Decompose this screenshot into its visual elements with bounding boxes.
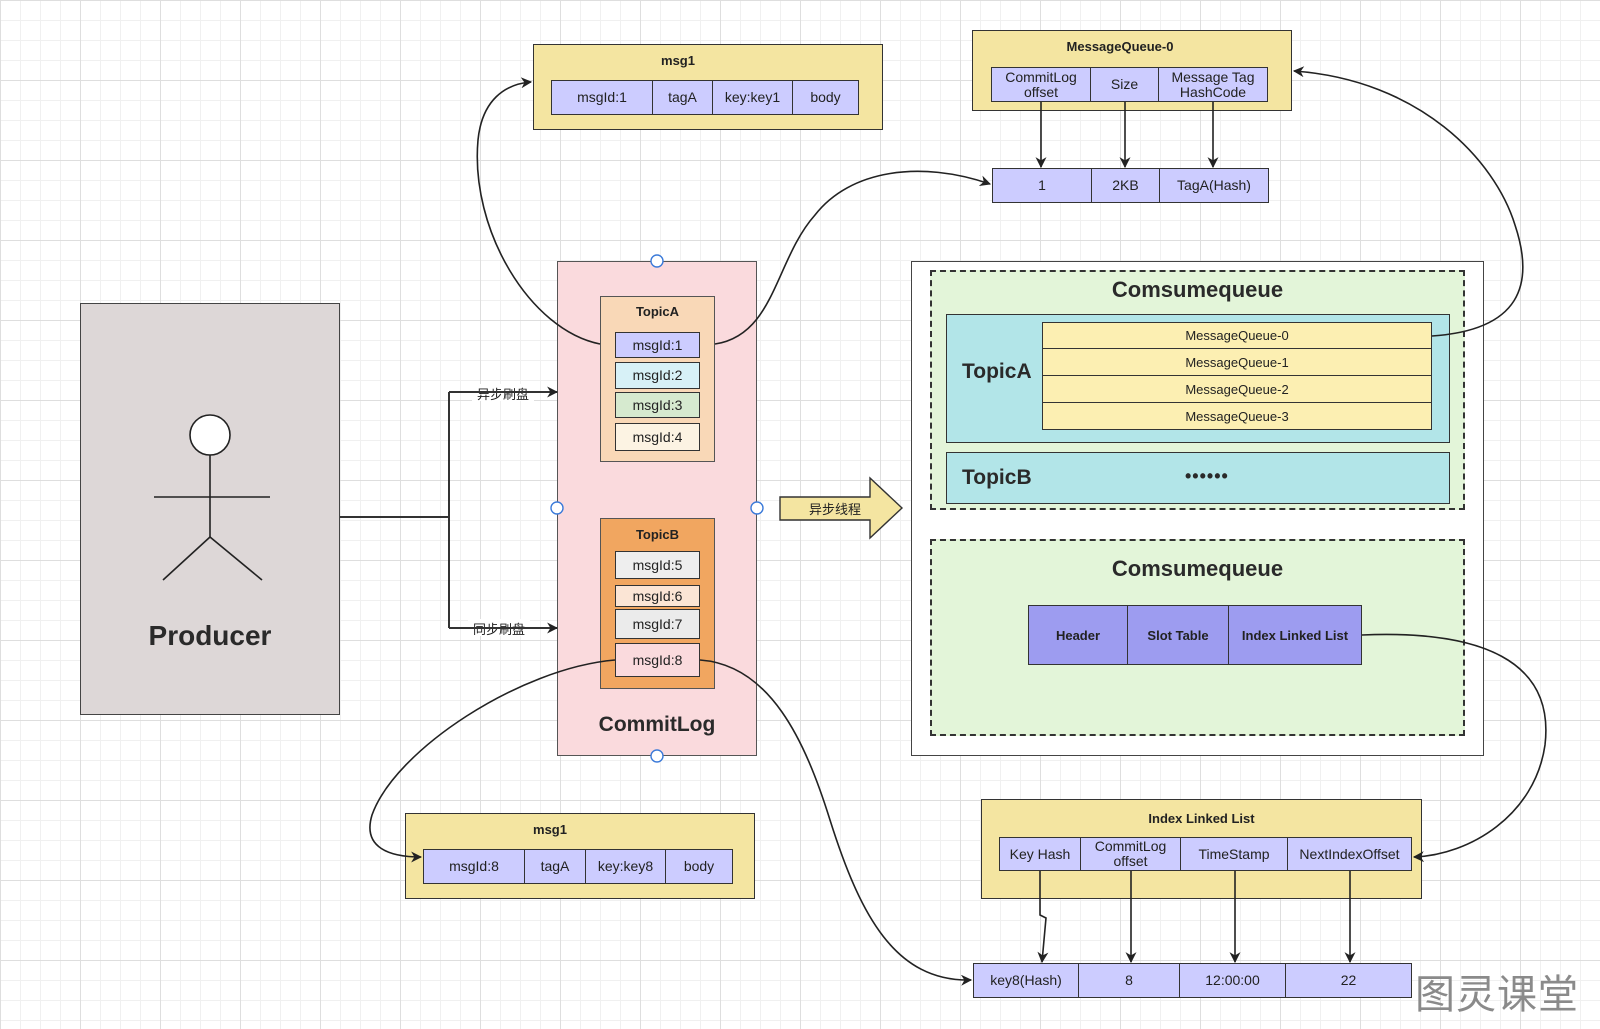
field-key[interactable]: key:key1 <box>713 80 793 115</box>
field-body[interactable]: body <box>793 80 859 115</box>
commitlog-message[interactable]: msgId:7 <box>615 609 700 639</box>
queue-item[interactable]: MessageQueue-2 <box>1042 376 1432 403</box>
async-flush-label: 异步刷盘 <box>472 384 534 403</box>
consume-queue-topic-b-label: TopicB <box>962 466 1032 489</box>
message-queue-entry-title: MessageQueue-0 <box>1066 39 1174 54</box>
commitlog-message[interactable]: msgId:8 <box>615 643 700 677</box>
consume-queue-title: Comsumequeue <box>1111 277 1284 302</box>
field-tag[interactable]: tagA <box>653 80 713 115</box>
commitlog-message[interactable]: msgId:1 <box>615 332 700 358</box>
watermark: 图灵课堂 <box>1415 972 1579 1018</box>
header-timestamp[interactable]: TimeStamp <box>1181 837 1288 871</box>
producer-label: Producer <box>148 620 272 651</box>
field-body[interactable]: body <box>666 849 733 884</box>
header-commitlog-offset[interactable]: CommitLog offset <box>991 67 1091 102</box>
value-timestamp[interactable]: 12:00:00 <box>1180 963 1286 998</box>
header-tag-hashcode[interactable]: Message Tag HashCode <box>1159 67 1268 102</box>
producer-box[interactable] <box>80 303 340 715</box>
message-top-title: msg1 <box>661 53 695 68</box>
value-commitlog-offset[interactable]: 1 <box>992 168 1092 203</box>
message-queue-entry-headers: CommitLog offset Size Message Tag HashCo… <box>991 67 1268 102</box>
commitlog-message[interactable]: msgId:3 <box>615 392 700 418</box>
value-size[interactable]: 2KB <box>1092 168 1160 203</box>
queue-item[interactable]: MessageQueue-1 <box>1042 349 1432 376</box>
commitlog-message[interactable]: msgId:2 <box>615 362 700 389</box>
commitlog-message[interactable]: msgId:5 <box>615 551 700 579</box>
index-file-parts: Header Slot Table Index Linked List <box>1028 605 1362 665</box>
consume-queue-topic-b[interactable] <box>946 452 1450 504</box>
sync-flush-label: 同步刷盘 <box>468 619 530 638</box>
commitlog-topic-b-title: TopicB <box>635 527 680 542</box>
queue-item[interactable]: MessageQueue-3 <box>1042 403 1432 430</box>
value-commitlog-offset[interactable]: 8 <box>1079 963 1180 998</box>
message-top-fields: msgId:1 tagA key:key1 body <box>551 80 859 115</box>
field-key[interactable]: key:key8 <box>586 849 666 884</box>
message-bottom-title: msg1 <box>533 822 567 837</box>
field-tag[interactable]: tagA <box>525 849 586 884</box>
header-key-hash[interactable]: Key Hash <box>999 837 1081 871</box>
value-tag-hash[interactable]: TagA(Hash) <box>1160 168 1269 203</box>
consume-queue-topic-a-label: TopicA <box>962 360 1032 383</box>
commitlog-topic-a-title: TopicA <box>635 304 680 319</box>
producer-connector[interactable] <box>340 386 559 634</box>
value-key-hash[interactable]: key8(Hash) <box>973 963 1079 998</box>
header-commitlog-offset[interactable]: CommitLog offset <box>1081 837 1181 871</box>
commitlog-message[interactable]: msgId:4 <box>615 423 700 451</box>
index-linked-list-headers: Key Hash CommitLog offset TimeStamp Next… <box>999 837 1412 871</box>
consume-queue-list: MessageQueue-0 MessageQueue-1 MessageQue… <box>1042 322 1432 430</box>
message-queue-entry-values: 1 2KB TagA(Hash) <box>992 168 1269 203</box>
field-msg-id[interactable]: msgId:8 <box>423 849 525 884</box>
index-linked-list-values: key8(Hash) 8 12:00:00 22 <box>973 963 1412 998</box>
value-next-index-offset[interactable]: 22 <box>1286 963 1412 998</box>
header-size[interactable]: Size <box>1091 67 1159 102</box>
index-slot-table[interactable]: Slot Table <box>1128 605 1229 665</box>
index-file-title: Comsumequeue <box>1111 556 1284 581</box>
index-header[interactable]: Header <box>1028 605 1128 665</box>
header-next-index-offset[interactable]: NextIndexOffset <box>1288 837 1412 871</box>
field-msg-id[interactable]: msgId:1 <box>551 80 653 115</box>
async-thread-label: 异步线程 <box>808 503 861 518</box>
commitlog-message[interactable]: msgId:6 <box>615 585 700 607</box>
message-bottom-fields: msgId:8 tagA key:key8 body <box>423 849 733 884</box>
index-linked-list[interactable]: Index Linked List <box>1229 605 1362 665</box>
commitlog-label: CommitLog <box>598 713 716 736</box>
queue-item[interactable]: MessageQueue-0 <box>1042 322 1432 349</box>
index-linked-list-title: Index Linked List <box>1148 811 1255 826</box>
consume-queue-topic-b-ellipsis: •••••• <box>1185 466 1229 486</box>
